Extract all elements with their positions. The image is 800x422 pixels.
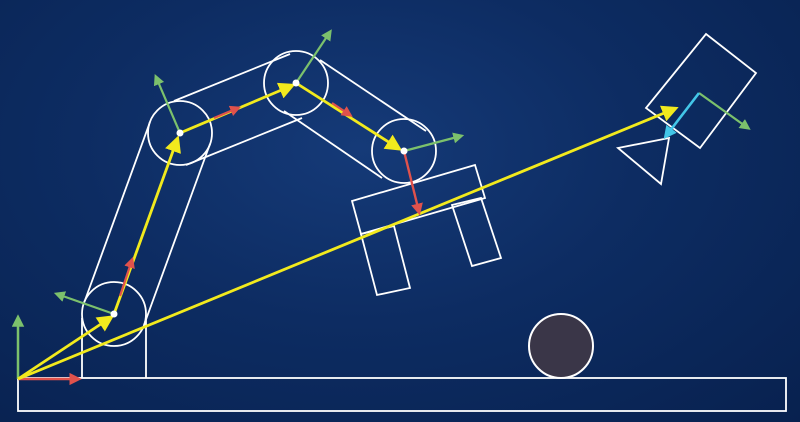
kinematic-chain	[112, 81, 403, 315]
camera	[615, 32, 758, 186]
link1-edge-left	[83, 121, 151, 304]
base-joint-x-axis	[118, 256, 135, 297]
shoulder-joint-y-axis	[153, 73, 182, 134]
link1-edge-right	[143, 143, 211, 326]
vector-origin-to-base	[17, 315, 115, 381]
camera-y-axis	[663, 92, 701, 140]
joint-center-elbow	[292, 79, 300, 87]
shoulder-joint-frame	[153, 73, 242, 134]
joint-center-wrist	[400, 147, 408, 155]
joint-centers	[110, 79, 408, 318]
joint-shoulder	[147, 100, 213, 166]
ground	[17, 377, 787, 412]
wrist-joint-y-axis	[403, 132, 465, 153]
link2-edge-bottom	[185, 117, 303, 166]
link3-edge-bottom	[283, 110, 383, 179]
joint-wrist	[371, 118, 437, 184]
arm-base	[81, 318, 147, 378]
link2-edge-top	[173, 53, 291, 102]
world-frame	[11, 314, 82, 386]
joint-center-shoulder	[176, 129, 184, 137]
elbow-joint-y-axis	[295, 29, 332, 84]
chain-vector-3	[295, 81, 403, 151]
robot-arm	[81, 50, 437, 378]
camera-lens	[615, 136, 671, 186]
joint-center-base	[110, 310, 118, 318]
gripper	[350, 163, 503, 297]
base-joint-frame	[53, 256, 135, 316]
gripper-finger-left	[359, 224, 412, 297]
wrist-joint-x-axis	[402, 150, 423, 216]
ball	[528, 313, 594, 379]
base-joint-y-axis	[53, 291, 115, 316]
elbow-joint-frame	[295, 29, 353, 117]
gripper-finger-right	[450, 196, 503, 268]
gripper-palm	[350, 163, 487, 236]
wrist-joint-frame	[402, 132, 465, 216]
camera-x-axis	[698, 92, 751, 130]
joint-base	[81, 281, 147, 347]
shoulder-joint-x-axis	[213, 105, 242, 120]
elbow-joint-x-axis	[331, 102, 353, 117]
vector-origin-to-camera	[17, 105, 679, 381]
camera-frame	[663, 92, 751, 140]
camera-body	[644, 32, 758, 150]
joint-elbow	[263, 50, 329, 116]
